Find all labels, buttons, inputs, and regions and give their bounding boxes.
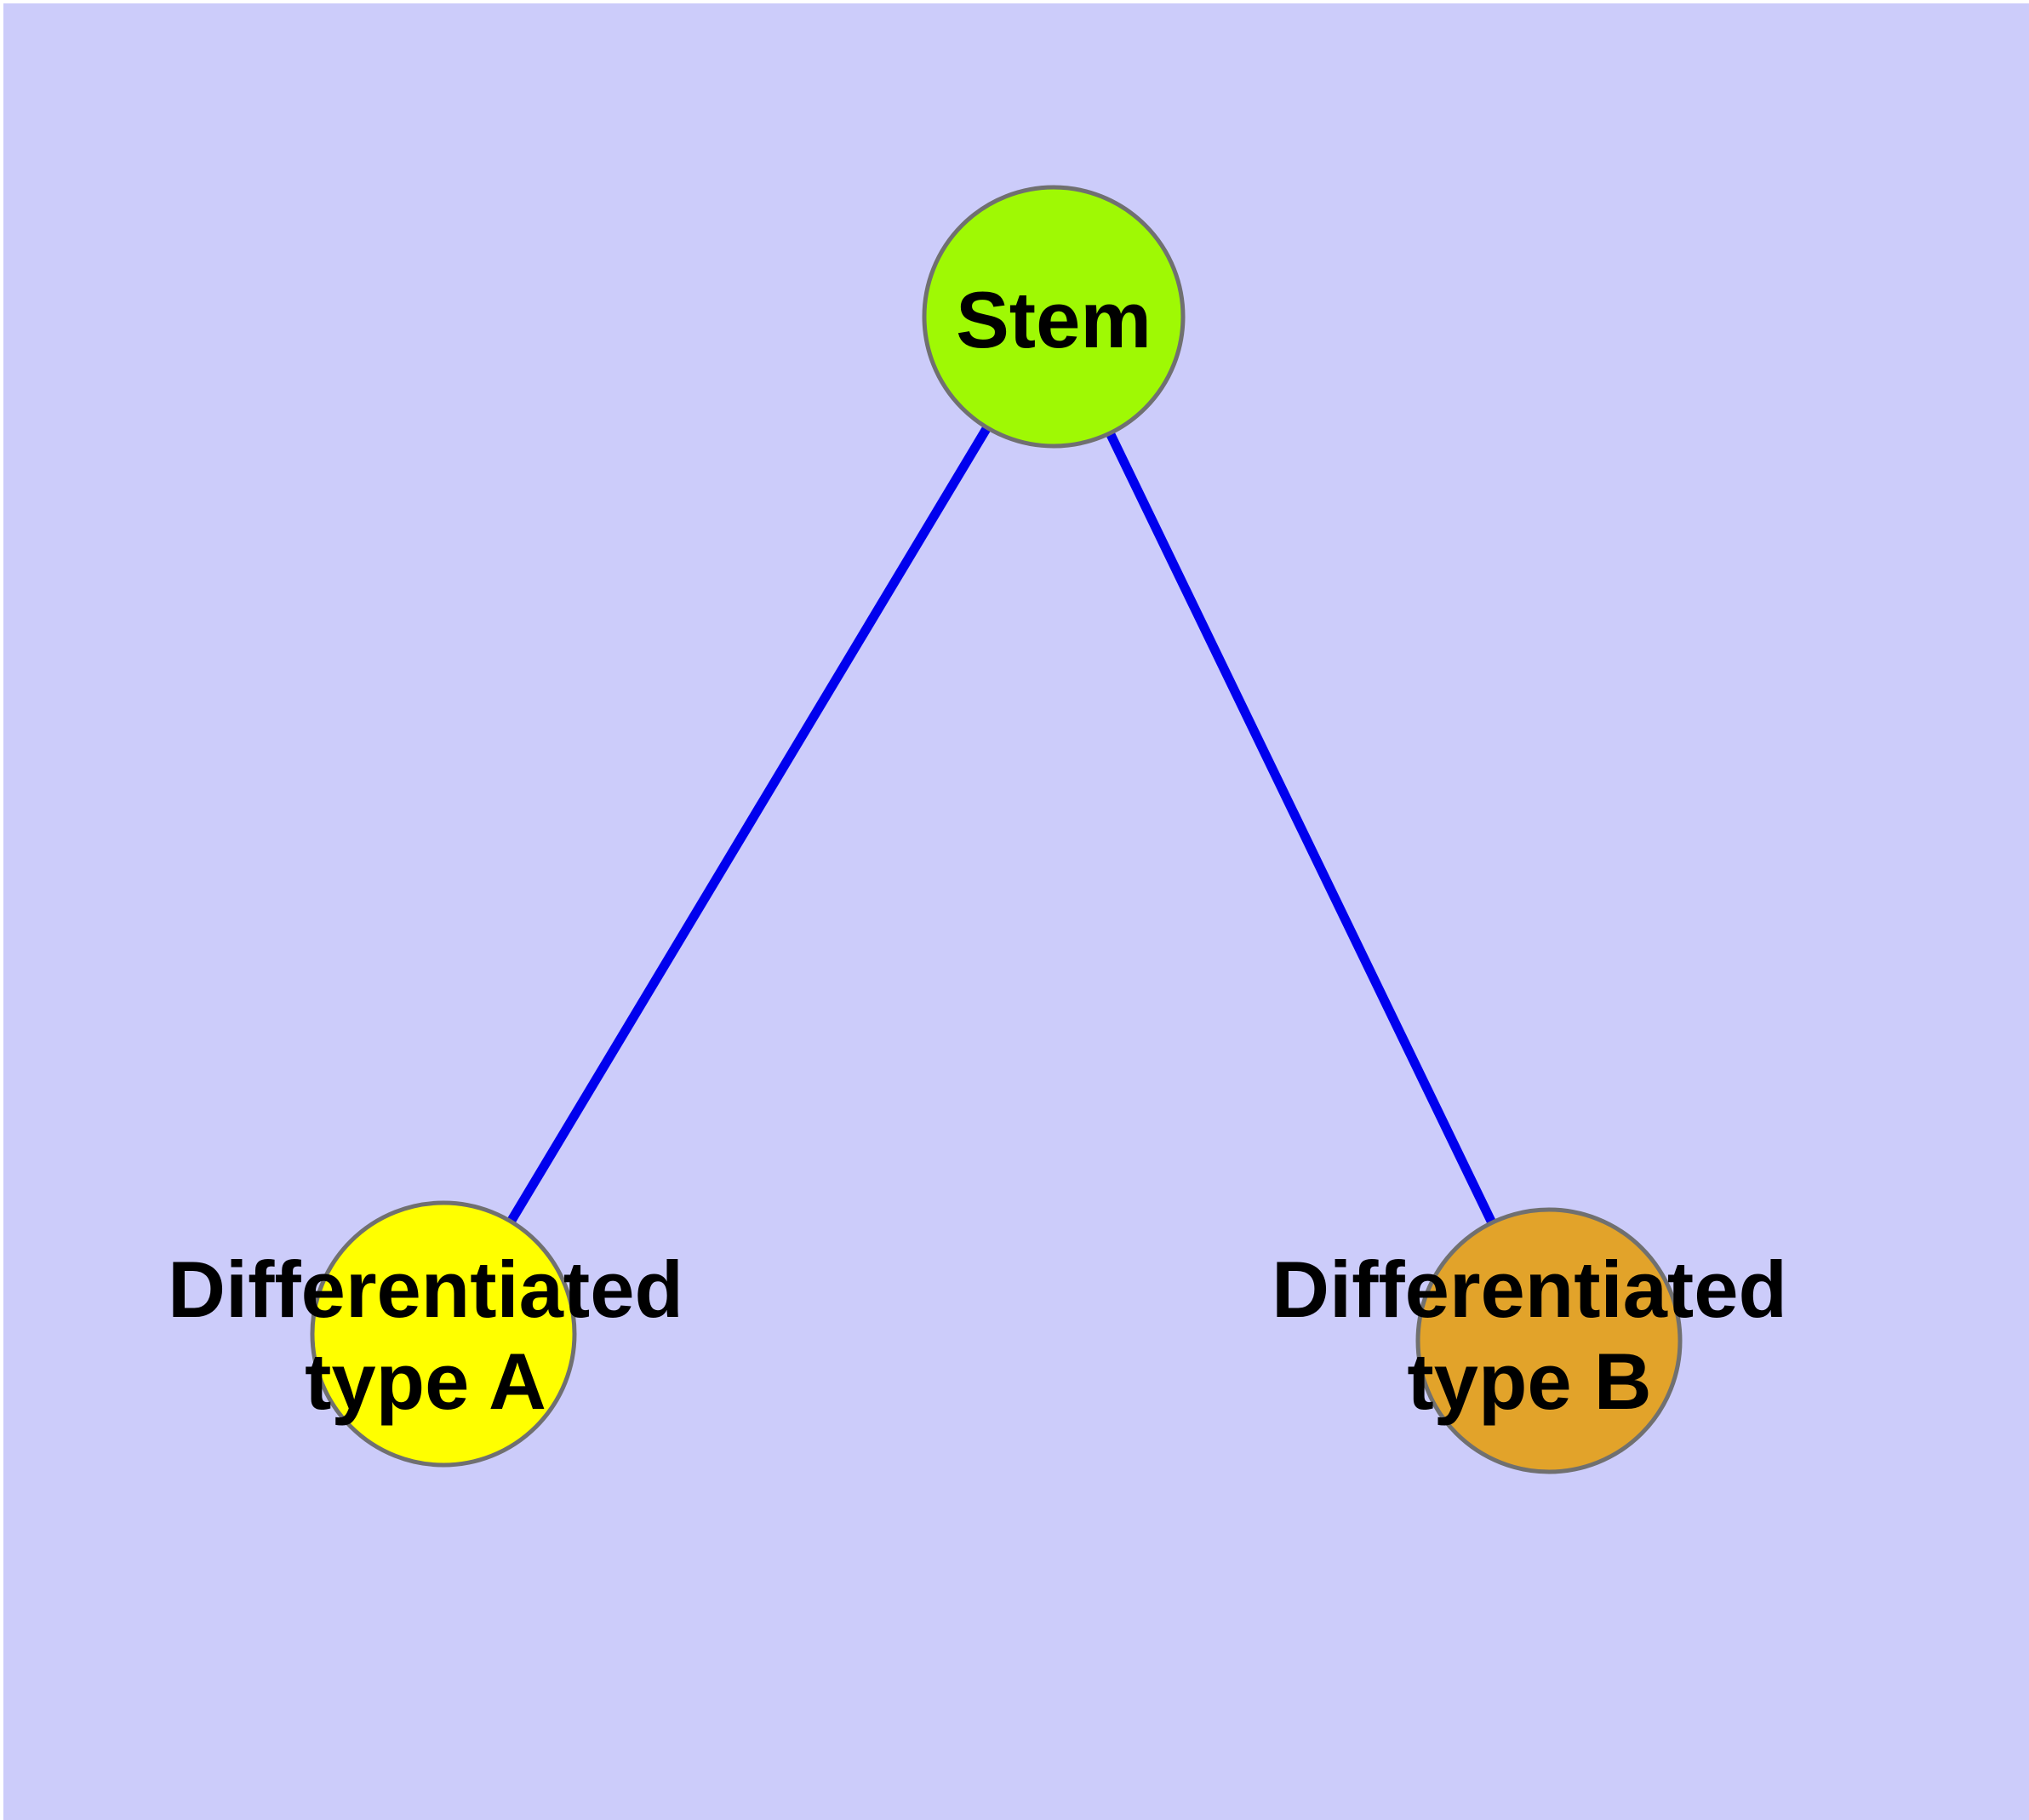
- graph-node-stem[interactable]: [922, 185, 1186, 449]
- graph-node-label-line: type A: [305, 1336, 546, 1426]
- graph-edge-stem-to-diff-b: [1049, 314, 1553, 1343]
- graph-edge-stem-to-diff-a: [439, 314, 1058, 1336]
- graph-node-label-line: Differentiated: [1272, 1245, 1787, 1334]
- graph-node-label-line: type B: [1407, 1336, 1651, 1426]
- graph-node-diff-b[interactable]: [1415, 1207, 1683, 1474]
- graph-node-label-line: Stem: [956, 275, 1152, 364]
- graph-node-label-stem: Stem: [956, 275, 1152, 364]
- nodes-layer: [310, 185, 1683, 1474]
- graph-node-label-line: Differentiated: [168, 1245, 683, 1334]
- edges-layer: [439, 314, 1553, 1343]
- graph-node-diff-a[interactable]: [310, 1200, 577, 1468]
